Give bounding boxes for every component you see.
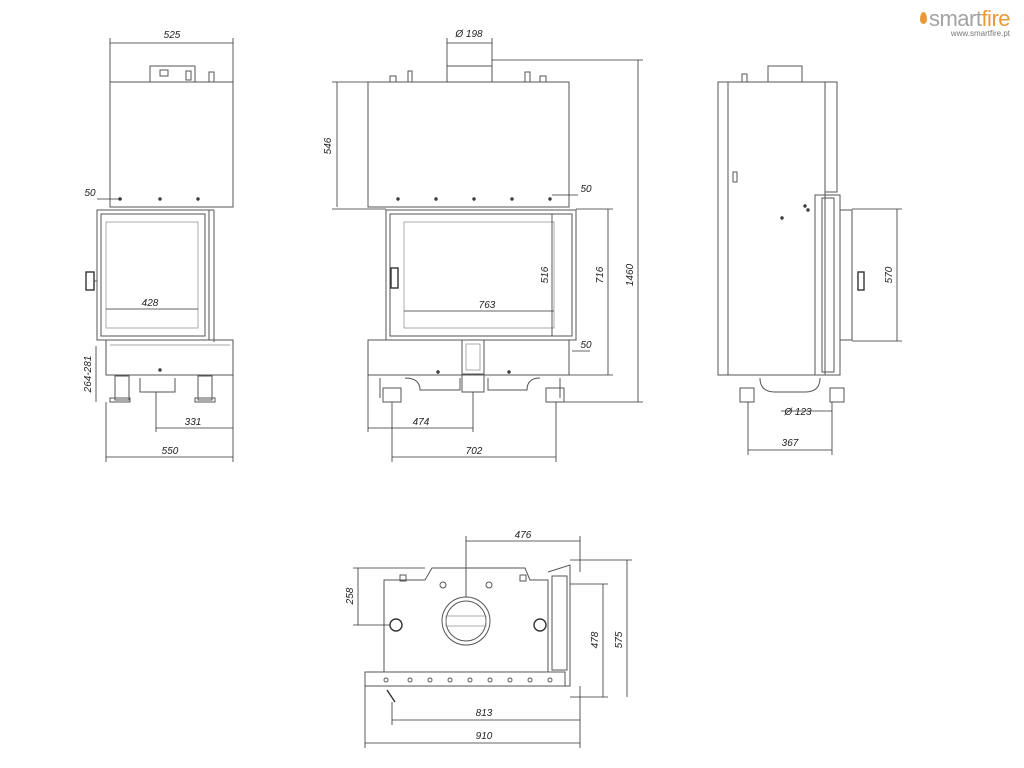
brand-name: smartfire [919, 6, 1010, 32]
dim-glass-width-main: 763 [479, 300, 496, 311]
top-view: 476 258 478 575 813 910 [345, 530, 632, 748]
brand-accent: fire [981, 6, 1010, 31]
dim-width-top: 525 [164, 30, 181, 41]
dim-top-width-inner: 813 [476, 708, 493, 719]
dim-flue-offset-main: 474 [413, 417, 430, 428]
dim-gap-bottom: 50 [580, 340, 592, 351]
flame-icon [919, 12, 927, 24]
dim-top-height: 546 [323, 137, 334, 154]
dim-flue-offset: 331 [185, 417, 202, 428]
side-view: 570 Ø 123 367 [717, 65, 902, 455]
dim-top-depth-inner: 478 [590, 631, 601, 648]
dim-top-depth-outer: 575 [614, 631, 625, 648]
dim-glass-height: 516 [540, 266, 551, 283]
dim-top-flue-offset: 476 [515, 530, 532, 541]
dim-top-flue-depth: 258 [345, 587, 356, 605]
front-left-view: 525 50 428 264-281 331 550 [83, 30, 234, 462]
dim-glass-width: 428 [142, 298, 159, 309]
brand-logo: smartfire www.smartfire.pt [919, 6, 1010, 38]
dim-total-height: 1460 [625, 263, 636, 286]
dim-width-bottom-main: 702 [466, 446, 483, 457]
dim-top-width-outer: 910 [476, 731, 493, 742]
brand-main: smart [928, 6, 982, 31]
dim-leg-height: 264-281 [83, 356, 94, 394]
dim-air-inlet: Ø 123 [783, 407, 812, 418]
brand-url: www.smartfire.pt [950, 29, 1010, 38]
dim-side-door-height: 570 [884, 266, 895, 283]
dim-door-height: 716 [595, 266, 606, 283]
front-main-view: Ø 198 546 50 516 716 1460 763 50 474 702 [323, 29, 643, 462]
dim-flue-diameter: Ø 198 [454, 29, 483, 40]
dim-gap-top: 50 [580, 184, 592, 195]
dim-width-bottom: 550 [162, 446, 179, 457]
dim-door-gap-top: 50 [84, 188, 96, 199]
dim-depth: 367 [782, 438, 799, 449]
